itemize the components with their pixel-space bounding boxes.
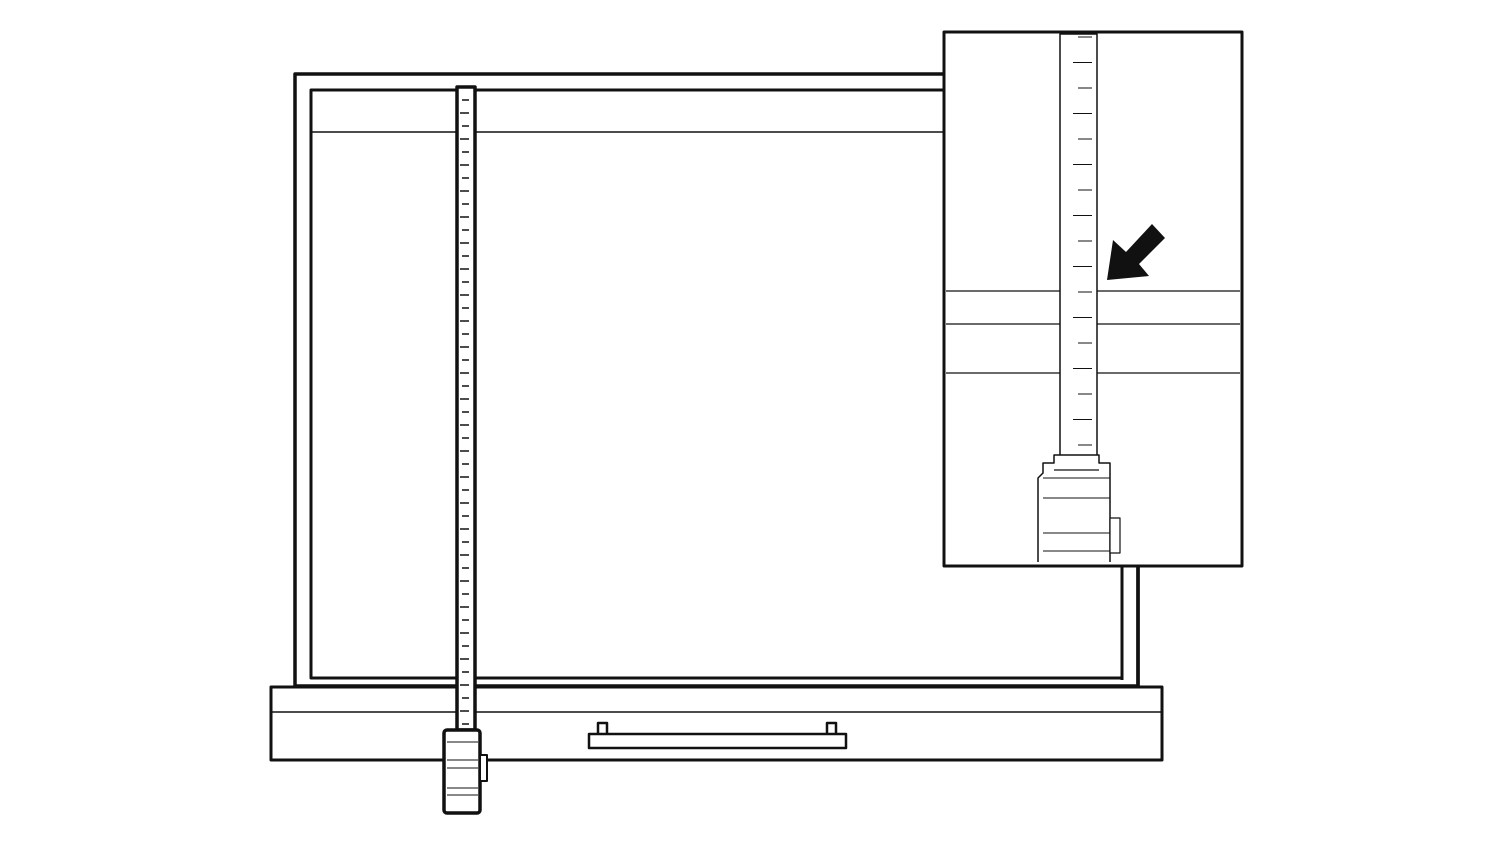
tape-ticks (460, 99, 469, 725)
tape-lock-button (479, 754, 488, 782)
tape-measure (442, 85, 488, 815)
handle (587, 721, 848, 750)
arrow-down-left-icon (1107, 224, 1165, 280)
detail-inset (942, 30, 1244, 688)
inset-tape-ticks (1073, 36, 1092, 446)
